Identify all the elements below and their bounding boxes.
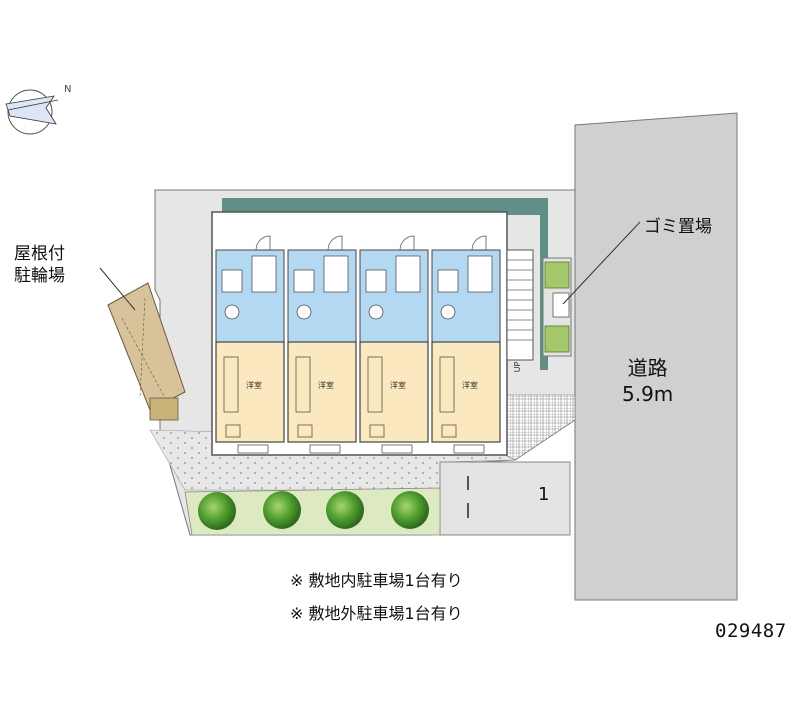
road-label: 道路 5.9m [622, 356, 674, 406]
room-label: 洋室 [390, 380, 406, 390]
listing-code: 029487 [715, 620, 787, 642]
building-shadow [222, 198, 540, 215]
tree [391, 491, 429, 529]
rooftop-bike-parking [107, 282, 186, 411]
road [574, 112, 738, 601]
tree [263, 491, 301, 529]
parking-space-number: 1 [538, 484, 550, 505]
north-arrow-icon [5, 89, 59, 135]
unit-3 [359, 235, 429, 454]
unit-1 [215, 235, 285, 454]
tree [326, 491, 364, 529]
stair-up-label: UP [513, 361, 522, 372]
staircase [506, 249, 534, 361]
bike-parking-leader-line [99, 267, 136, 311]
trash-area [542, 257, 572, 357]
room-label: 洋室 [246, 380, 262, 390]
trash-area-label: ゴミ置場 [644, 217, 712, 237]
north-letter: N [64, 84, 72, 95]
room-label: 洋室 [462, 380, 478, 390]
trash-leader-line [562, 221, 641, 305]
room-label: 洋室 [318, 380, 334, 390]
tree [198, 492, 236, 530]
unit-4 [431, 235, 501, 454]
rooftop-bike-parking-label: 屋根付 駐輪場 [14, 244, 65, 286]
note-offsite-parking: ※ 敷地外駐車場1台有り [290, 604, 463, 623]
parking-space-1 [439, 461, 571, 536]
trees [198, 491, 429, 530]
planting-strip [184, 487, 441, 536]
note-onsite-parking: ※ 敷地内駐車場1台有り [290, 571, 463, 590]
unit-2 [287, 235, 357, 454]
